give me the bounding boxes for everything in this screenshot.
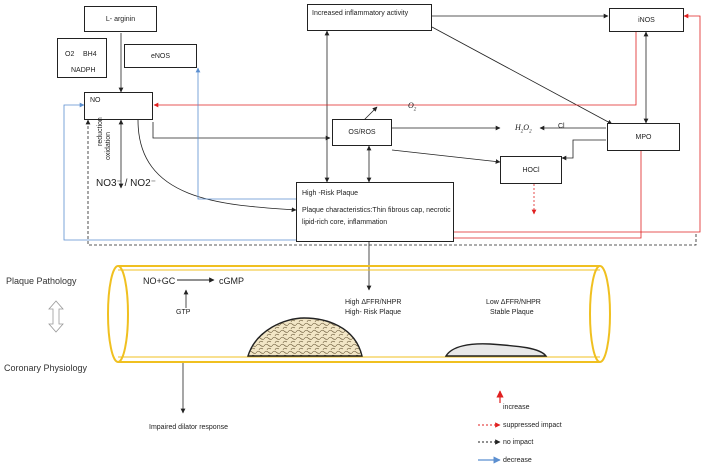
high-risk-label: High- Risk Plaque bbox=[345, 309, 402, 316]
arrow-no-impact bbox=[85, 119, 697, 246]
inos-label: iNOS bbox=[638, 16, 655, 24]
impaired-dilator-label: Impaired dilator response bbox=[149, 424, 228, 431]
h2o2-sub-b: 2 bbox=[529, 129, 532, 135]
cofactors-box bbox=[57, 38, 107, 78]
arrow-plaque-mpo bbox=[454, 145, 644, 239]
o2-o: O bbox=[408, 101, 414, 110]
o2-molecule-label: O2 bbox=[408, 101, 416, 115]
low-ffr-label: Low ΔFFR/NHPR bbox=[486, 299, 541, 306]
osros-label: OS/ROS bbox=[348, 129, 376, 136]
oxidation-label: oxidation bbox=[105, 131, 112, 160]
hocl-label: HOCl bbox=[522, 166, 540, 174]
no-gc-label: NO+GC bbox=[143, 276, 176, 286]
l-arginin-box: L- arginin bbox=[84, 6, 157, 32]
h2o2-h: H bbox=[515, 123, 521, 132]
o2-label: O2 bbox=[65, 51, 75, 58]
plaque-description: Plaque characteristics:Thin fibrous cap,… bbox=[302, 207, 451, 226]
coronary-physiology-label: Coronary Physiology bbox=[4, 363, 88, 373]
mpo-box: MPO bbox=[607, 123, 680, 151]
arrow-plaque-no bbox=[63, 102, 296, 241]
enos-label: eNOS bbox=[150, 52, 171, 60]
nadph-label: NADPH bbox=[71, 67, 96, 74]
high-risk-plaque-shape bbox=[247, 317, 363, 357]
o2-sub: 2 bbox=[413, 107, 417, 113]
cl-label: Cl bbox=[558, 123, 565, 130]
mpo-label: MPO bbox=[635, 133, 652, 141]
no-label: NO bbox=[90, 97, 101, 104]
bh4-label: BH4 bbox=[83, 51, 97, 58]
arrow-inflam-mpo bbox=[431, 26, 613, 125]
stable-label: Stable Plaque bbox=[490, 309, 534, 316]
arrow-plaque-enos bbox=[195, 67, 296, 200]
gtp-label: GTP bbox=[176, 309, 191, 316]
arrow-no-osros bbox=[152, 122, 331, 141]
arrow-plaque-inos bbox=[454, 13, 701, 233]
h2o2-sub-a: 2 bbox=[520, 129, 524, 135]
high-risk-plaque-box: High -Risk Plaque Plaque characteristics… bbox=[296, 182, 454, 242]
cofactors-group: O2 BH4 NADPH bbox=[57, 44, 105, 76]
legend-suppressed-label: suppressed impact bbox=[503, 422, 562, 429]
coronary-vessel bbox=[107, 265, 611, 363]
l-arginin-label: L- arginin bbox=[105, 15, 136, 23]
inflammatory-box: Increased inflammatory activity bbox=[307, 4, 432, 31]
osros-box: OS/ROS bbox=[332, 119, 392, 146]
inos-box: iNOS bbox=[609, 8, 684, 32]
inflammatory-label: Increased inflammatory activity bbox=[312, 10, 409, 17]
high-ffr-label: High ΔFFR/NHPR bbox=[345, 299, 402, 306]
legend-decrease-label: decrease bbox=[503, 457, 532, 464]
h2o2-label: H2O2 bbox=[515, 123, 532, 137]
no3-no2-label: NO3⁻ / NO2⁻ bbox=[96, 178, 157, 189]
h2o2-o: O bbox=[523, 123, 530, 132]
plaque-title: High -Risk Plaque bbox=[302, 190, 359, 197]
enos-box: eNOS bbox=[124, 44, 197, 68]
plaque-pathology-label: Plaque Pathology bbox=[6, 276, 77, 286]
double-arrow-icon bbox=[48, 300, 64, 333]
arrow-inos-no bbox=[153, 32, 637, 108]
stable-plaque-shape bbox=[444, 343, 548, 357]
arrow-no-plaque bbox=[137, 119, 297, 213]
hocl-box: HOCl bbox=[500, 156, 562, 184]
no-box: NO bbox=[84, 92, 153, 120]
arrow-mpo-hocl bbox=[561, 139, 606, 161]
legend-increase-label: increase bbox=[503, 404, 530, 411]
cgmp-label: cGMP bbox=[219, 276, 245, 286]
arrow-osros-hocl bbox=[391, 149, 501, 164]
legend-noimpact-label: no impact bbox=[503, 439, 534, 446]
